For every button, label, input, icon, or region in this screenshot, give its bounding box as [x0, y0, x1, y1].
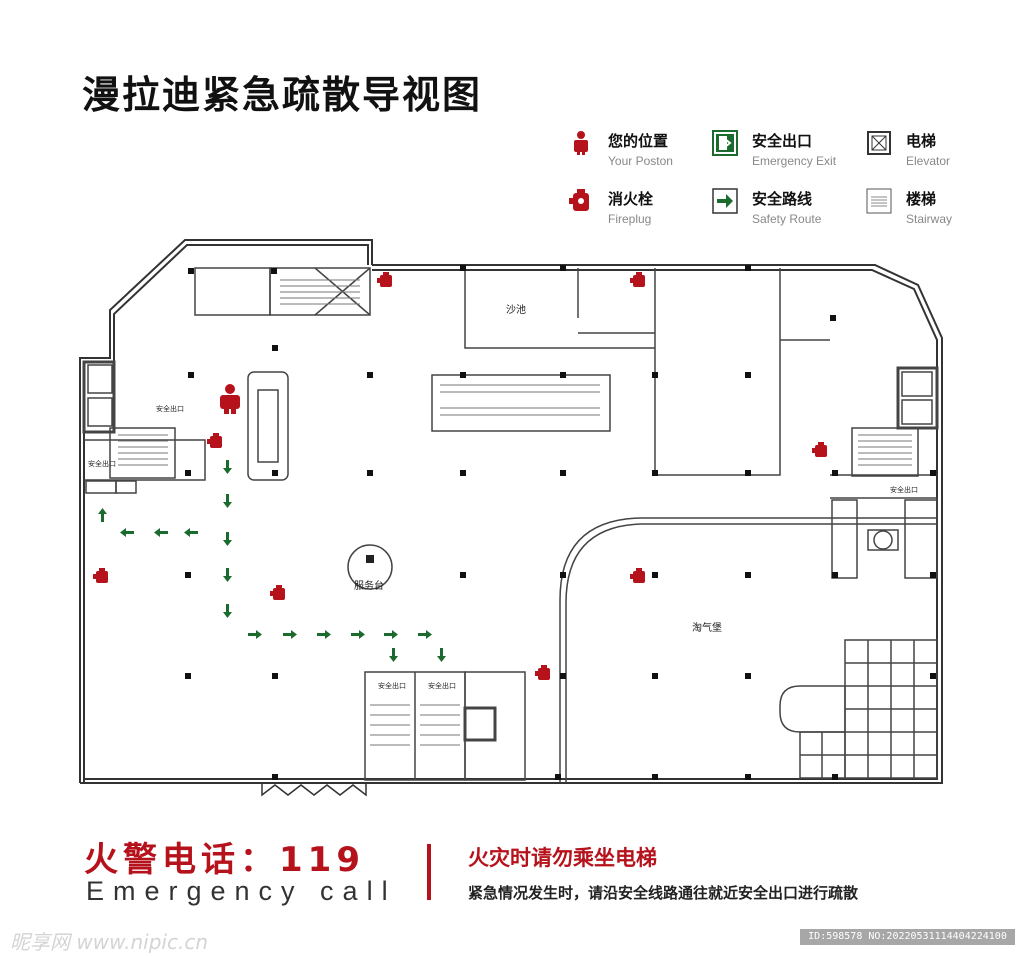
you-are-here-marker — [220, 384, 240, 414]
page-title: 漫拉迪紧急疏散导视图 — [82, 73, 483, 117]
exit-label: 安全出口 — [156, 404, 184, 413]
emergency-call-label: Emergency call — [86, 876, 397, 906]
arrow-right-icon — [351, 630, 365, 639]
legend-safety-route: 安全路线 Safety Route — [712, 186, 862, 230]
entrance-doors — [261, 783, 367, 797]
watermark-id: ID:598578 NO:20220531114404224100 — [800, 929, 1015, 945]
arrow-down-icon — [389, 648, 398, 662]
arrow-right-icon — [283, 630, 297, 639]
exit-label: 安全出口 — [88, 459, 116, 468]
fire-hydrant-icon — [630, 568, 645, 583]
legend-your-position: 您的位置 Your Poston — [568, 128, 718, 172]
arrow-left-icon — [120, 528, 134, 537]
columns — [185, 265, 936, 780]
fire-hydrant-icon — [377, 272, 392, 287]
exit-label: 安全出口 — [428, 681, 456, 690]
arrow-right-icon — [248, 630, 262, 639]
exit-icon — [712, 130, 738, 156]
legend: 您的位置 Your Poston 安全出口 Emergency Exit 电梯 … — [568, 128, 988, 238]
no-elevator-notice: 火灾时请勿乘坐电梯 — [468, 846, 657, 870]
playground-label: 淘气堡 — [692, 621, 722, 634]
fire-hydrant-icon — [93, 568, 108, 583]
arrow-up-icon — [98, 508, 107, 522]
fire-hydrant-icon — [812, 442, 827, 457]
arrow-right-icon — [712, 188, 738, 214]
fire-hydrant-icon — [630, 272, 645, 287]
legend-elevator: 电梯 Elevator — [866, 128, 1016, 172]
exit-label: 安全出口 — [378, 681, 406, 690]
stairs-icon — [866, 188, 892, 214]
outer-walls — [79, 239, 943, 784]
arrow-down-icon — [223, 568, 232, 582]
arrow-right-icon — [384, 630, 398, 639]
arrow-left-icon — [184, 528, 198, 537]
arrow-down-icon — [223, 532, 232, 546]
service-desk-label: 服务台 — [354, 579, 384, 592]
stair-hatching — [118, 279, 912, 746]
arrow-down-icon — [223, 604, 232, 618]
person-icon — [574, 131, 588, 155]
arrow-right-icon — [418, 630, 432, 639]
arrow-right-icon — [317, 630, 331, 639]
fire-hydrant-icon — [207, 433, 222, 448]
internal-walls — [82, 267, 939, 783]
arrow-down-icon — [223, 494, 232, 508]
arrow-left-icon — [154, 528, 168, 537]
fire-hydrant-icon — [535, 665, 550, 680]
elevator-icon — [867, 131, 891, 155]
footer-divider — [427, 844, 431, 900]
exit-label: 安全出口 — [890, 485, 918, 494]
legend-fireplug: 消火栓 Fireplug — [568, 186, 718, 230]
legend-emergency-exit: 安全出口 Emergency Exit — [712, 128, 862, 172]
fire-phone: 火警电话：119 — [84, 840, 365, 880]
legend-stairway: 楼梯 Stairway — [866, 186, 1016, 230]
fire-hydrants — [93, 272, 827, 680]
arrow-down-icon — [223, 460, 232, 474]
fire-hydrant-icon — [569, 189, 589, 211]
watermark-site: 昵享网 www.nipic.cn — [10, 930, 209, 954]
sand-pool-label: 沙池 — [506, 303, 526, 316]
evacuation-instruction: 紧急情况发生时，请沿安全线路通往就近安全出口进行疏散 — [468, 884, 859, 902]
arrow-down-icon — [437, 648, 446, 662]
service-desk-marker — [366, 555, 374, 563]
safety-route — [98, 460, 446, 662]
fire-hydrant-icon — [270, 585, 285, 600]
